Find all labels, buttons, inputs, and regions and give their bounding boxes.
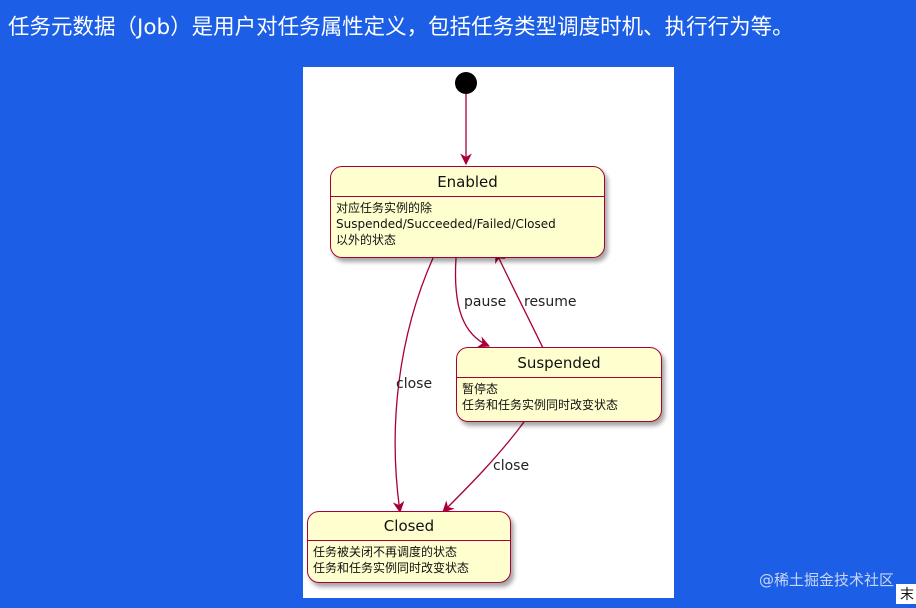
desc-line: 任务和任务实例同时改变状态: [313, 561, 470, 575]
state-enabled-description: 对应任务实例的除 Suspended/Succeeded/Failed/Clos…: [331, 197, 604, 248]
watermark: @稀土掘金技术社区: [758, 571, 894, 589]
state-suspended-name: Suspended: [457, 348, 661, 378]
state-closed: Closed 任务被关闭不再调度的状态 任务和任务实例同时改变状态: [307, 511, 511, 583]
desc-line: Suspended/Succeeded/Failed/Closed: [336, 217, 556, 231]
pause-label: pause: [464, 294, 507, 310]
state-diagram: Enabled 对应任务实例的除 Suspended/Succeeded/Fai…: [303, 67, 674, 598]
pause-arrow: [454, 257, 491, 348]
close-label-from-enabled: close: [396, 376, 433, 392]
state-suspended-description: 暂停态 任务和任务实例同时改变状态: [457, 378, 661, 413]
resume-arrow: [495, 250, 544, 349]
corner-text: 末: [896, 584, 916, 604]
state-enabled: Enabled 对应任务实例的除 Suspended/Succeeded/Fai…: [330, 166, 605, 258]
close-label-from-suspended: close: [493, 458, 530, 474]
state-enabled-name: Enabled: [331, 167, 604, 197]
desc-line: 任务被关闭不再调度的状态: [313, 545, 458, 559]
transition-arrows: [392, 72, 544, 514]
close-arrow-from-enabled: [392, 257, 434, 514]
desc-line: 对应任务实例的除: [336, 201, 433, 215]
resume-label: resume: [524, 294, 577, 310]
initial-state-dot: [455, 72, 477, 94]
close-arrow-from-suspended: [442, 421, 525, 513]
state-closed-name: Closed: [308, 512, 510, 541]
state-closed-description: 任务被关闭不再调度的状态 任务和任务实例同时改变状态: [308, 541, 510, 576]
desc-line: 以外的状态: [336, 233, 397, 247]
desc-line: 任务和任务实例同时改变状态: [462, 398, 619, 412]
desc-line: 暂停态: [462, 382, 499, 396]
slide-title: 任务元数据（Job）是用户对任务属性定义，包括任务类型调度时机、执行行为等。: [8, 15, 794, 40]
state-suspended: Suspended 暂停态 任务和任务实例同时改变状态: [456, 347, 662, 422]
